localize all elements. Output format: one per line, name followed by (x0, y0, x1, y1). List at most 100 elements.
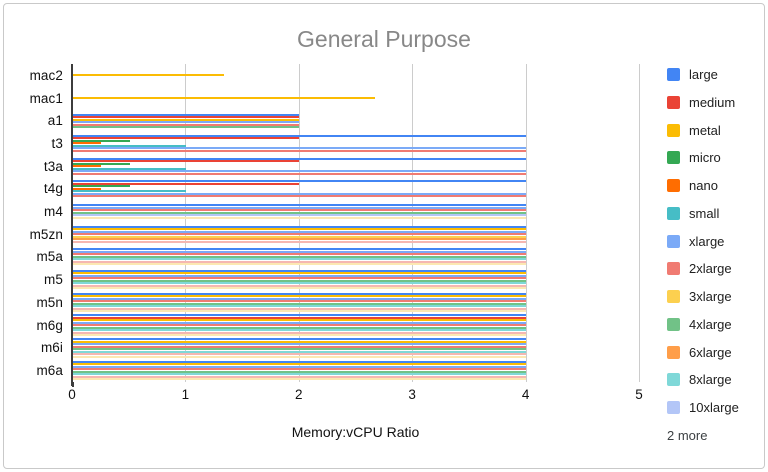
legend-item-xlarge: xlarge (667, 234, 724, 249)
legend-item-2xlarge: 2xlarge (667, 261, 732, 276)
bar-m5-large (73, 269, 526, 272)
bar-m5zn-6xlarge (73, 238, 526, 241)
category-label-mac1: mac1 (29, 90, 63, 106)
legend-item-label: 10xlarge (689, 400, 739, 415)
y-axis-line (71, 64, 73, 386)
legend-swatch-micro (667, 151, 680, 165)
bar-t3-small (73, 144, 187, 147)
legend-item-label: 3xlarge (689, 289, 732, 304)
gridline (525, 64, 527, 382)
bar-m6i-4xlarge (73, 348, 526, 351)
x-tick-label: 2 (295, 387, 303, 402)
bar-m6g-4xlarge (73, 326, 526, 329)
bar-m5zn-2xlarge (73, 233, 526, 236)
legend-item-label: 8xlarge (689, 372, 732, 388)
bar-m5zn-metal (73, 228, 526, 231)
bar-m6i-xlarge (73, 343, 526, 346)
legend-item-small: small (667, 205, 720, 221)
bar-row (73, 87, 639, 110)
legend-item-label: small (689, 205, 720, 221)
bar-row (73, 178, 639, 201)
category-label-t3a: t3a (43, 158, 63, 174)
bar-m6i-8xlarge (73, 350, 526, 353)
bar-m5n-2xlarge (73, 300, 526, 303)
bar-m5zn-12xlarge (73, 240, 526, 243)
category-label-m6g: m6g (36, 317, 63, 333)
category-label-t4g: t4g (43, 181, 63, 197)
bar-m6g-8xlarge (73, 329, 526, 332)
legend-item-label: micro (689, 150, 721, 166)
bar-m5a-12xlarge (73, 260, 526, 263)
bar-m6g-16xlarge (73, 334, 526, 337)
bar-a1-large (73, 113, 300, 116)
bar-m5n-12xlarge (73, 307, 526, 310)
legend-item-micro: micro (667, 150, 721, 166)
legend-more-label: 2 more (667, 428, 708, 443)
bar-m4-large (73, 204, 526, 207)
bar-m6g-12xlarge (73, 331, 526, 334)
bar-m5zn-xlarge (73, 230, 526, 233)
bar-m5a-4xlarge (73, 255, 526, 258)
bar-a1-metal (73, 118, 300, 121)
bar-row (73, 132, 639, 155)
bar-row (73, 291, 639, 314)
x-axis-title: Memory:vCPU Ratio (291, 424, 420, 440)
bar-m5zn-large (73, 225, 526, 228)
bar-m5a-2xlarge (73, 253, 526, 256)
x-tick-label: 0 (68, 387, 76, 402)
bar-mac2-metal (73, 74, 224, 77)
legend-item-medium: medium (667, 94, 736, 110)
gridline (185, 64, 187, 382)
bar-m5a-large (73, 248, 526, 251)
legend-item-10xlarge: 10xlarge (667, 400, 739, 415)
bar-t3-xlarge (73, 147, 526, 150)
bar-m5-2xlarge (73, 277, 526, 280)
bar-m6i-large (73, 338, 526, 341)
bar-m5n-4xlarge (73, 302, 526, 305)
bar-t4g-medium (73, 182, 300, 185)
bar-m6a-metal (73, 363, 526, 366)
legend-item-metal: metal (667, 123, 721, 138)
bar-t4g-large (73, 180, 526, 183)
bar-rows-container (73, 64, 639, 382)
legend-swatch-3xlarge (667, 290, 680, 303)
bar-m5n-16xlarge (73, 310, 526, 313)
bar-m5n-8xlarge (73, 305, 526, 308)
bar-row (73, 155, 639, 178)
bar-m5a-8xlarge (73, 258, 526, 261)
bar-t3a-large (73, 157, 526, 160)
legend-item-8xlarge: 8xlarge (667, 372, 732, 388)
bar-row (73, 109, 639, 132)
bar-m6g-medium (73, 316, 526, 319)
bar-m4-16xlarge (73, 216, 526, 219)
category-label-m6i: m6i (40, 340, 63, 356)
legend-swatch-large (667, 68, 680, 81)
legend-item-6xlarge: 6xlarge (667, 345, 732, 360)
legend-item-label: medium (689, 94, 736, 110)
bar-t3-nano (73, 142, 102, 145)
legend-item-nano: nano (667, 178, 718, 193)
bar-m5-16xlarge (73, 287, 526, 290)
category-label-m5n: m5n (36, 294, 63, 310)
bar-m6i-12xlarge (73, 353, 526, 356)
category-label-m4: m4 (44, 204, 63, 220)
bar-row (73, 359, 639, 382)
legend-swatch-xlarge (667, 234, 680, 248)
bar-t4g-2xlarge (73, 195, 526, 198)
bar-m6g-large (73, 314, 526, 317)
bar-row (73, 336, 639, 359)
bar-m5a-xlarge (73, 250, 526, 253)
bar-m6a-16xlarge (73, 378, 526, 381)
gridline (639, 64, 640, 382)
bar-m5-8xlarge (73, 282, 526, 285)
chart-title: General Purpose (297, 26, 471, 52)
bar-t3-large (73, 134, 526, 137)
category-label-mac2: mac2 (29, 67, 63, 83)
bar-a1-medium (73, 116, 300, 118)
x-tick-label: 1 (181, 387, 190, 402)
category-label-t3: t3 (51, 135, 63, 151)
bar-m4-4xlarge (73, 211, 526, 214)
bar-t4g-nano (73, 187, 102, 190)
bar-m4-10xlarge (73, 214, 526, 217)
